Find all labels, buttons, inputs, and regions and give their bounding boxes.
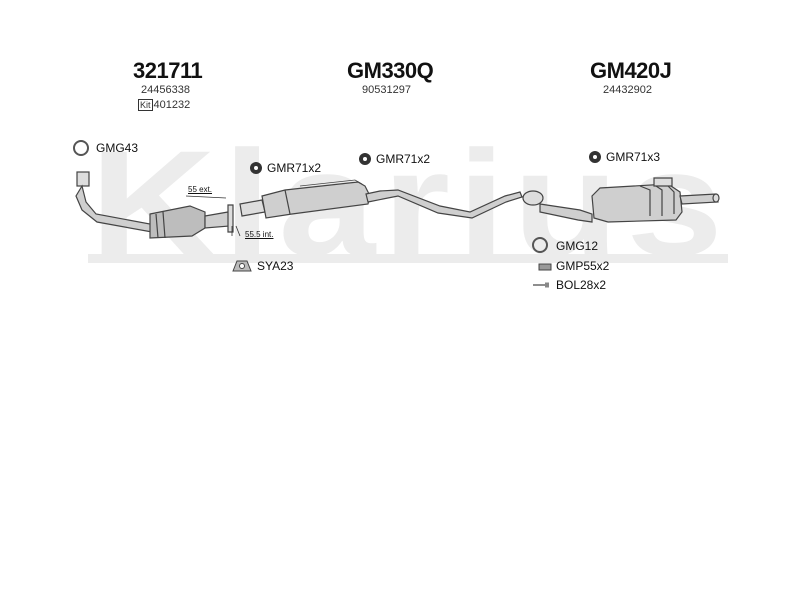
accessory-bol28: BOL28x2 bbox=[556, 278, 607, 292]
assembly-2-part-number: GM330Q bbox=[347, 58, 434, 83]
ring-gasket-icon bbox=[532, 237, 548, 253]
dimension-ext: 55 ext. bbox=[188, 185, 213, 194]
accessory-gmr71-b: GMR71x2 bbox=[376, 152, 431, 166]
assembly-2-oem-number: 90531297 bbox=[362, 84, 411, 96]
rubber-mount-icon bbox=[359, 153, 371, 165]
assembly-3-part-number: GM420J bbox=[590, 58, 672, 83]
watermark-bar bbox=[88, 254, 728, 263]
center-muffler bbox=[239, 179, 523, 219]
assembly-3-oem-number: 24432902 bbox=[603, 84, 652, 96]
rear-muffler bbox=[522, 177, 720, 223]
kit-number: 401232 bbox=[153, 99, 191, 111]
rubber-mount-icon bbox=[250, 162, 262, 174]
dimension-lines bbox=[185, 195, 241, 237]
bracket-icon bbox=[232, 260, 252, 272]
dimension-int: 55.5 int. bbox=[245, 230, 274, 239]
accessory-gmr71-c: GMR71x3 bbox=[606, 150, 661, 164]
accessory-gmg43: GMG43 bbox=[96, 141, 139, 155]
front-pipe-catalyst bbox=[75, 171, 234, 239]
accessory-gmr71-a: GMR71x2 bbox=[267, 161, 322, 175]
accessory-gmg12: GMG12 bbox=[556, 239, 599, 253]
ring-gasket-icon bbox=[73, 140, 89, 156]
accessory-sya23: SYA23 bbox=[257, 259, 294, 273]
assembly-1-part-number: 321711 bbox=[133, 58, 203, 83]
accessory-gmp55: GMP55x2 bbox=[556, 259, 610, 273]
bolt-icon bbox=[533, 282, 549, 288]
rubber-mount-icon bbox=[589, 151, 601, 163]
kit-badge: Kit bbox=[138, 99, 153, 111]
assembly-1-oem-number: 24456338 bbox=[141, 84, 190, 96]
clamp-icon bbox=[538, 263, 552, 271]
